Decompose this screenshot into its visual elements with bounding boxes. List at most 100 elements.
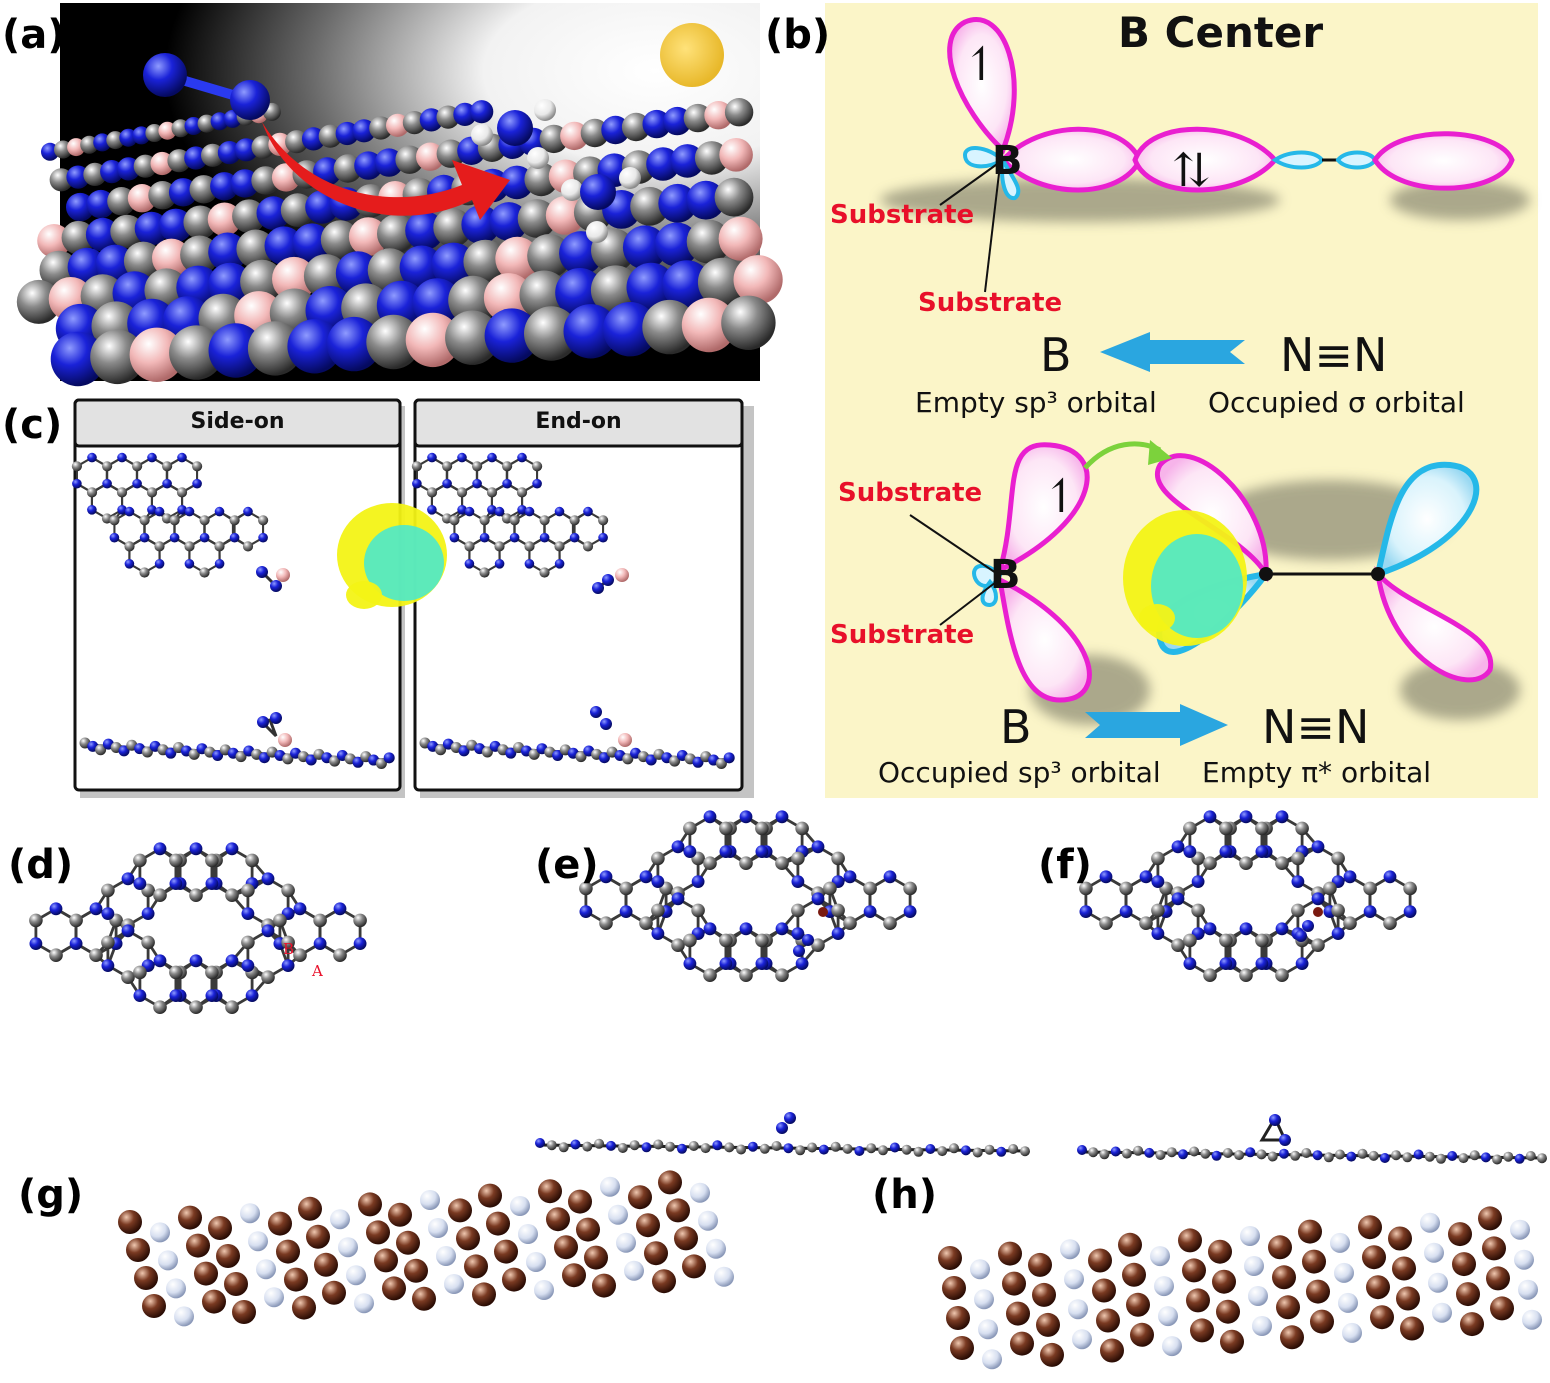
nitrogen-atom: [352, 756, 364, 768]
nitrogen-atom: [639, 870, 653, 884]
carbon-atom: [639, 916, 653, 930]
surface-atom: [517, 199, 557, 238]
carbon-atom: [502, 461, 513, 472]
dark-atom: [142, 1294, 166, 1318]
carbon-atom: [132, 461, 143, 472]
carbon-atom: [169, 965, 183, 980]
nitrogen-atom: [600, 718, 612, 730]
carbon-atom: [878, 1145, 888, 1156]
nitrogen-atom: [598, 752, 610, 764]
carbon-atom: [594, 1138, 605, 1149]
nitrogen-atom: [1171, 840, 1185, 854]
nitrogen-atom: [1363, 905, 1377, 918]
nitrogen-atom: [214, 506, 225, 517]
nitrogen-atom: [225, 842, 239, 856]
surface-atom: [236, 229, 276, 269]
nitrogen-atom: [619, 905, 633, 918]
nitrogen-atom: [539, 532, 550, 543]
light-atom: [174, 1306, 194, 1327]
nitrogen-atom: [205, 989, 219, 1002]
isosurface-yellow: [346, 581, 382, 609]
nitrogen-atom: [313, 937, 327, 950]
carbon-atom: [532, 461, 543, 472]
substrate-label-4: Substrate: [830, 620, 975, 650]
dark-atom: [178, 1205, 202, 1230]
nitrogen-atom: [102, 478, 112, 489]
end-on-header: [413, 398, 744, 448]
surface-atom: [495, 236, 540, 281]
nitrogen-atom: [712, 1140, 723, 1151]
dark-atom: [502, 1267, 526, 1292]
carbon-atom: [449, 515, 460, 526]
carbon-atom: [479, 515, 490, 526]
surface-atom: [694, 141, 729, 175]
nitrogen-atom: [1403, 905, 1417, 918]
carbon-atom: [139, 515, 150, 526]
nitrogen-atom: [554, 506, 565, 517]
nitrogen-atom: [258, 532, 268, 543]
b-atom-bottom: B: [990, 552, 1021, 598]
site-label-b: B: [283, 940, 295, 958]
carbon-atom: [69, 913, 83, 928]
carbon-atom: [1275, 968, 1289, 982]
backdonation-right-label: N≡N: [1262, 700, 1370, 754]
surface-atom: [686, 180, 726, 220]
surface-atom: [326, 316, 382, 372]
nitrogen-atom: [1191, 875, 1205, 888]
nitrogen-atom: [117, 452, 127, 463]
surface-atom: [129, 327, 184, 382]
carbon-atom: [169, 853, 183, 868]
nitrogen-atom: [184, 559, 195, 569]
nitrogen-atom: [532, 478, 542, 489]
carbon-atom: [153, 888, 167, 902]
nitrogen-atom: [1302, 920, 1314, 932]
substrate-label-1: Substrate: [830, 200, 975, 230]
carbon-atom: [225, 1000, 239, 1014]
panel-label-c: (c): [2, 402, 63, 448]
carbon-atom: [162, 461, 173, 472]
carbon-atom: [554, 541, 565, 552]
dark-atom: [134, 1266, 158, 1290]
light-atom: [518, 1224, 538, 1244]
surface-atom: [719, 138, 753, 172]
nitrogen-atom: [494, 506, 505, 517]
backdonation-arrow: [1085, 704, 1228, 746]
reaction-arrow: [262, 122, 510, 220]
nitrogen-atom: [1099, 870, 1113, 884]
nitrogen-atom: [843, 870, 857, 884]
nitrogen-atom: [606, 1140, 616, 1151]
nitrogen-atom: [479, 532, 490, 543]
catalyst-surface: [16, 98, 783, 387]
carbon-atom: [1383, 916, 1397, 930]
carbon-atom: [1357, 1148, 1368, 1159]
carbon-atom: [691, 903, 705, 918]
nitrogen-atom: [87, 505, 97, 515]
carbon-atom: [665, 1141, 676, 1152]
nitrogen-atom: [671, 840, 685, 854]
carbon-atom: [101, 935, 115, 950]
surface-atom: [681, 297, 737, 353]
dark-atom: [1182, 1258, 1206, 1283]
surface-atom: [208, 323, 263, 378]
nitrogen-atom: [1311, 892, 1325, 906]
dark-atom: [666, 1198, 690, 1223]
nitrogen-atom: [101, 959, 115, 972]
side-on-header: [73, 398, 402, 448]
dark-atom: [1392, 1256, 1416, 1281]
carbon-atom: [1171, 938, 1185, 952]
light-atom: [346, 1265, 366, 1286]
dark-atom: [366, 1220, 390, 1245]
carbon-atom: [1255, 933, 1269, 948]
carbon-atom: [29, 913, 43, 928]
dark-atom: [1388, 1226, 1412, 1251]
carbon-atom: [375, 757, 387, 769]
carbon-atom: [481, 746, 493, 758]
carbon-atom: [830, 1141, 841, 1152]
carbon-atom: [49, 948, 63, 962]
surface-atom: [448, 275, 498, 325]
light-atom: [1522, 1309, 1542, 1330]
nitrogen-atom: [1151, 927, 1165, 940]
dark-atom: [284, 1267, 308, 1292]
carbon-atom: [807, 1142, 818, 1153]
carbon-atom: [528, 748, 540, 760]
